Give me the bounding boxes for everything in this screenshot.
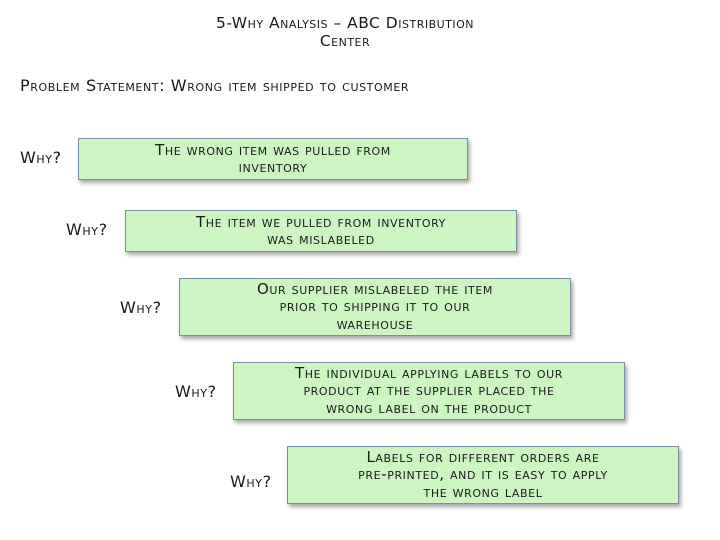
why-box-3-line-2: prior to shipping it to our (279, 297, 471, 316)
why-box-2: The item we pulled from inventory was mi… (125, 210, 517, 252)
problem-statement: Problem Statement: Wrong item shipped to… (20, 76, 410, 95)
why-box-5-line-2: pre-printed, and it is easy to apply (358, 465, 608, 484)
why-box-2-line-2: was mislabeled (267, 230, 375, 248)
why-box-4: The individual applying labels to our pr… (233, 362, 625, 420)
why-box-1-line-1: The wrong item was pulled from (155, 140, 391, 159)
why-box-1-line-2: inventory (238, 158, 308, 176)
why-box-3-line-3: warehouse (336, 314, 414, 333)
why-label-5: Why? (230, 472, 272, 491)
why-label-4: Why? (175, 382, 217, 401)
why-label-1: Why? (20, 148, 62, 167)
why-box-5: Labels for different orders are pre-prin… (287, 446, 679, 504)
why-box-5-line-3: the wrong label (423, 482, 543, 501)
why-label-3: Why? (120, 298, 162, 317)
title-line-1: 5-Why Analysis – ABC Distribution (215, 14, 475, 32)
why-box-5-line-1: Labels for different orders are (366, 447, 600, 466)
why-box-4-line-3: wrong label on the product (326, 398, 532, 417)
title-line-2: Center (319, 32, 371, 50)
why-label-2: Why? (66, 220, 108, 239)
why-box-4-line-1: The individual applying labels to our (295, 363, 563, 382)
page-title: 5-Why Analysis – ABC Distribution Center (0, 14, 690, 50)
why-box-1: The wrong item was pulled from inventory (78, 138, 468, 180)
why-box-3-line-1: Our supplier mislabeled the item (256, 279, 494, 298)
why-box-4-line-2: product at the supplier placed the (303, 381, 555, 400)
why-box-2-line-1: The item we pulled from inventory (196, 212, 446, 231)
why-box-3: Our supplier mislabeled the item prior t… (179, 278, 571, 336)
